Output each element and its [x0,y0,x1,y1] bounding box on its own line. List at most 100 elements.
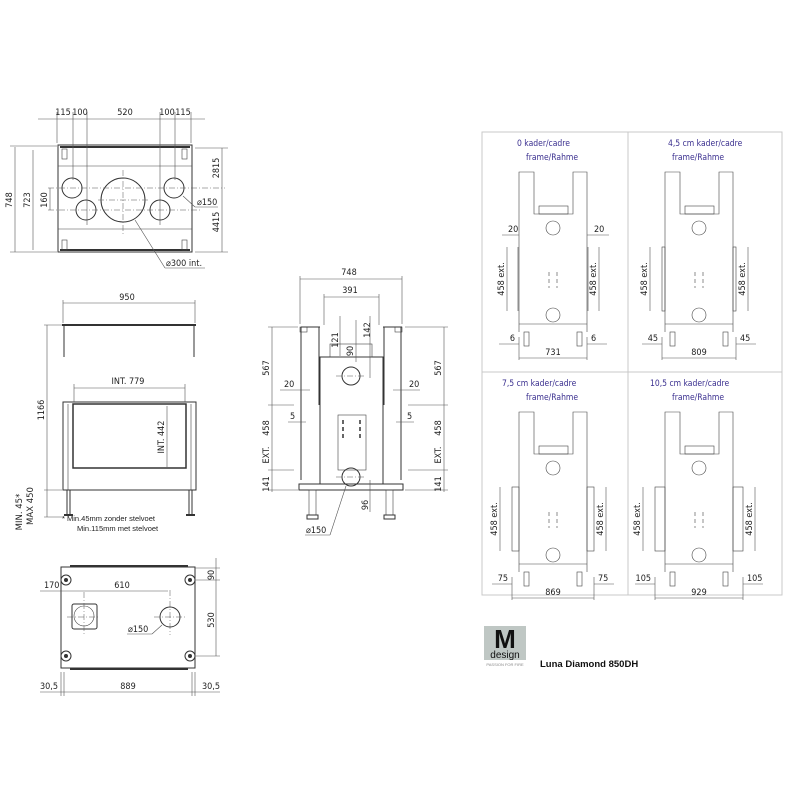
top-view-body [57,144,193,253]
front-note-line1: * Min.45mm zonder stelvoet [62,514,156,523]
top-dim-100-right: 100 [159,108,174,118]
bottom-view: 170 610 90 530 ⌀150 30,5 889 30,5 [40,558,220,696]
bottom-dim-889: 889 [120,682,135,692]
side-dim-96: 96 [361,500,371,510]
side-dim-90: 90 [346,346,356,356]
side-dim-391: 391 [342,286,357,296]
side-dim-141-left: 141 [262,476,272,491]
panel-leg-left: 75 [498,574,508,584]
panel-ext-right: 458 ext. [596,502,606,535]
bottom-dim-170: 170 [44,581,59,591]
panel-leg-left: 6 [510,334,515,344]
side-view: 748 391 121 142 90 567 567 458 458 EXT. … [262,268,448,536]
panel-ext-right: 458 ext. [738,262,748,295]
panel-title-line1: 10,5 cm kader/cadre [650,379,729,389]
air-inlet [71,603,98,630]
logo-tagline: PASSION FOR FIRE [486,662,524,667]
frame-panel: 0 kader/cadre frame/Rahme 458 ext. 458 ext.… [497,139,609,360]
bottom-dia-150: ⌀150 [128,625,148,635]
side-dim-20-right: 20 [409,380,419,390]
side-dim-20-left: 20 [284,380,294,390]
front-view-body [62,401,197,491]
front-max-450: MAX 450 [26,487,36,525]
frame-panels: 0 kader/cadre frame/Rahme 458 ext. 458 ext.… [481,131,783,600]
panel-side-left: 20 [508,225,518,235]
panel-leg-right: 75 [598,574,608,584]
top-dim-160: 160 [40,192,50,207]
top-dia-300: ⌀300 int. [166,259,202,269]
side-dia-150: ⌀150 [306,526,326,536]
panel-title-line2: frame/Rahme [526,153,578,163]
panel-title-line1: 7,5 cm kader/cadre [502,379,577,389]
panel-title-line1: 4,5 cm kader/cadre [668,139,743,149]
panel-title-line1: 0 kader/cadre [517,139,570,149]
side-dim-567-left: 567 [262,360,272,375]
top-dim-115-left: 115 [55,108,70,118]
side-dim-748: 748 [341,268,356,278]
frame-left [654,486,666,552]
side-dim-121: 121 [331,332,341,347]
panel-ext-left: 458 ext. [640,262,650,295]
top-view: 115 100 520 100 115 748 723 160 2815 441… [5,108,228,269]
front-min-45: MIN. 45* [15,494,25,531]
front-dim-950: 950 [119,293,134,303]
panel-leg-left: 105 [636,574,651,584]
front-note-line2: Min.115mm met stelvoet [77,524,159,533]
panel-ext-left: 458 ext. [497,262,507,295]
panel-width: 809 [691,348,706,358]
top-dim-723: 723 [23,192,33,207]
side-dim-567-right: 567 [434,360,444,375]
front-int-779: INT. 779 [112,377,145,387]
side-dim-458-right: 458 [434,420,444,435]
panel-width: 929 [691,588,706,598]
panel-leg-right: 6 [591,334,596,344]
side-dim-458-left: 458 [262,420,272,435]
panel-ext-right: 458 ext. [589,262,599,295]
frame-right [732,486,744,552]
logo-letter: M [494,624,516,654]
bottom-dim-30-5-left: 30,5 [40,682,58,692]
top-dim-4415: 4415 [212,212,222,233]
top-dim-100-left: 100 [72,108,87,118]
bottom-dim-90: 90 [207,570,217,580]
top-dim-748: 748 [5,192,15,207]
panel-title-line2: frame/Rahme [672,393,724,403]
front-view: 950 INT. 779 INT. 442 1166 MIN. 45* MAX … [15,293,197,533]
side-dim-5-right: 5 [407,412,412,422]
frame-left [661,246,666,312]
frame-right [586,486,595,552]
top-dim-2815: 2815 [212,158,222,179]
frame-left [511,486,520,552]
top-dia-150: ⌀150 [197,198,217,208]
panel-width: 731 [545,348,560,358]
panel-ext-right: 458 ext. [745,502,755,535]
panel-ext-left: 458 ext. [633,502,643,535]
frame-right [732,246,737,312]
side-dim-142: 142 [363,322,373,337]
panel-side-right: 20 [594,225,604,235]
side-ext-left: EXT. [262,447,272,464]
logo-word: design [490,650,519,661]
bottom-dim-530: 530 [207,612,217,627]
glass-opening [72,403,187,469]
side-dim-141-right: 141 [434,476,444,491]
panel-leg-left: 45 [648,334,658,344]
front-dim-1166: 1166 [37,400,47,421]
top-dim-115-right: 115 [175,108,190,118]
front-int-442: INT. 442 [157,421,167,454]
side-ext-right: EXT. [434,447,444,464]
product-title: Luna Diamond 850DH [540,659,638,670]
panel-leg-right: 45 [740,334,750,344]
panel-width: 869 [545,588,560,598]
logo-background [484,626,526,660]
brand-logo: M design PASSION FOR FIRE [484,624,526,667]
panel-ext-left: 458 ext. [490,502,500,535]
bottom-dim-30-5-right: 30,5 [202,682,220,692]
top-dim-520: 520 [117,108,132,118]
panel-leg-right: 105 [747,574,762,584]
panel-title-line2: frame/Rahme [672,153,724,163]
side-dim-5-left: 5 [290,412,295,422]
